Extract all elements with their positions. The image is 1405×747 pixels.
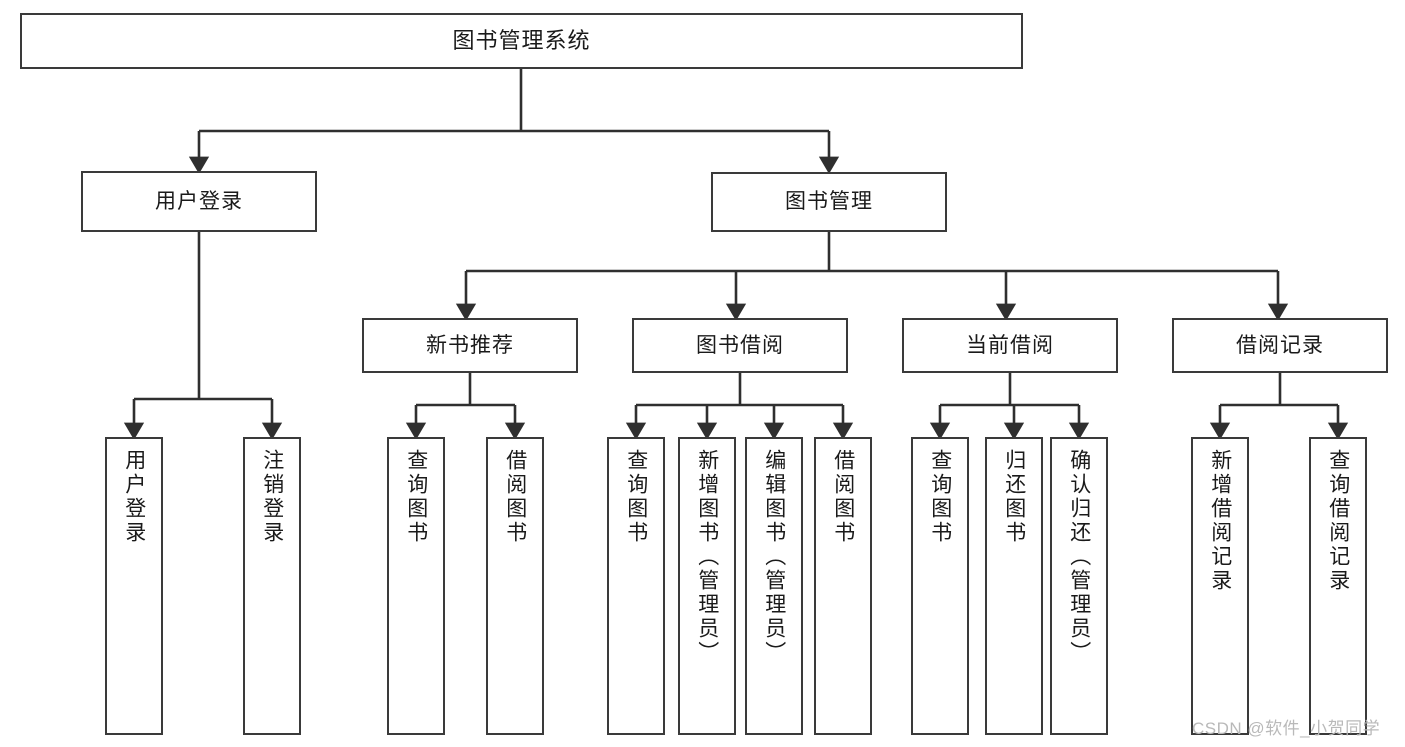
node-label: 当前借阅: [966, 333, 1054, 357]
node-label: 用户登录: [155, 189, 243, 213]
node-label: 归还图书: [1002, 449, 1026, 545]
node-label: 查询图书: [928, 449, 952, 545]
node-label: 新书推荐: [426, 333, 514, 357]
node-label: 图书借阅: [696, 333, 784, 357]
node-label: 查询借阅记录: [1326, 449, 1350, 593]
node-leaf-borrow-book-2[interactable]: 借阅图书: [814, 437, 872, 735]
node-leaf-add-record[interactable]: 新增借阅记录: [1191, 437, 1249, 735]
node-label: 编辑图书（管理员）: [762, 449, 786, 665]
node-user-login[interactable]: 用户登录: [81, 171, 317, 232]
node-leaf-query-book-2[interactable]: 查询图书: [607, 437, 665, 735]
node-label: 图书管理: [785, 190, 873, 214]
node-leaf-confirm-return[interactable]: 确认归还（管理员）: [1050, 437, 1108, 735]
node-label: 借阅图书: [831, 449, 855, 545]
node-leaf-user-login[interactable]: 用户登录: [105, 437, 163, 735]
node-book-borrow[interactable]: 图书借阅: [632, 318, 848, 373]
node-leaf-return-book[interactable]: 归还图书: [985, 437, 1043, 735]
node-leaf-query-record[interactable]: 查询借阅记录: [1309, 437, 1367, 735]
node-root[interactable]: 图书管理系统: [20, 13, 1023, 69]
node-label: 图书管理系统: [452, 27, 591, 53]
node-leaf-add-book[interactable]: 新增图书（管理员）: [678, 437, 736, 735]
node-leaf-borrow-book-1[interactable]: 借阅图书: [486, 437, 544, 735]
node-leaf-query-book-3[interactable]: 查询图书: [911, 437, 969, 735]
node-label: 新增借阅记录: [1208, 449, 1232, 593]
node-leaf-query-book-1[interactable]: 查询图书: [387, 437, 445, 735]
node-leaf-edit-book[interactable]: 编辑图书（管理员）: [745, 437, 803, 735]
node-label: 借阅图书: [503, 449, 527, 545]
node-label: 注销登录: [260, 449, 284, 545]
node-label: 借阅记录: [1236, 333, 1324, 357]
csdn-watermark: CSDN @软件_小贺同学: [1192, 719, 1381, 738]
node-book-manage[interactable]: 图书管理: [711, 172, 947, 232]
node-borrow-record[interactable]: 借阅记录: [1172, 318, 1388, 373]
node-new-book-recommend[interactable]: 新书推荐: [362, 318, 578, 373]
node-current-borrow[interactable]: 当前借阅: [902, 318, 1118, 373]
node-label: 新增图书（管理员）: [695, 449, 719, 665]
node-label: 确认归还（管理员）: [1067, 449, 1091, 665]
node-leaf-logout[interactable]: 注销登录: [243, 437, 301, 735]
node-label: 用户登录: [122, 449, 146, 545]
node-label: 查询图书: [404, 449, 428, 545]
node-label: 查询图书: [624, 449, 648, 545]
